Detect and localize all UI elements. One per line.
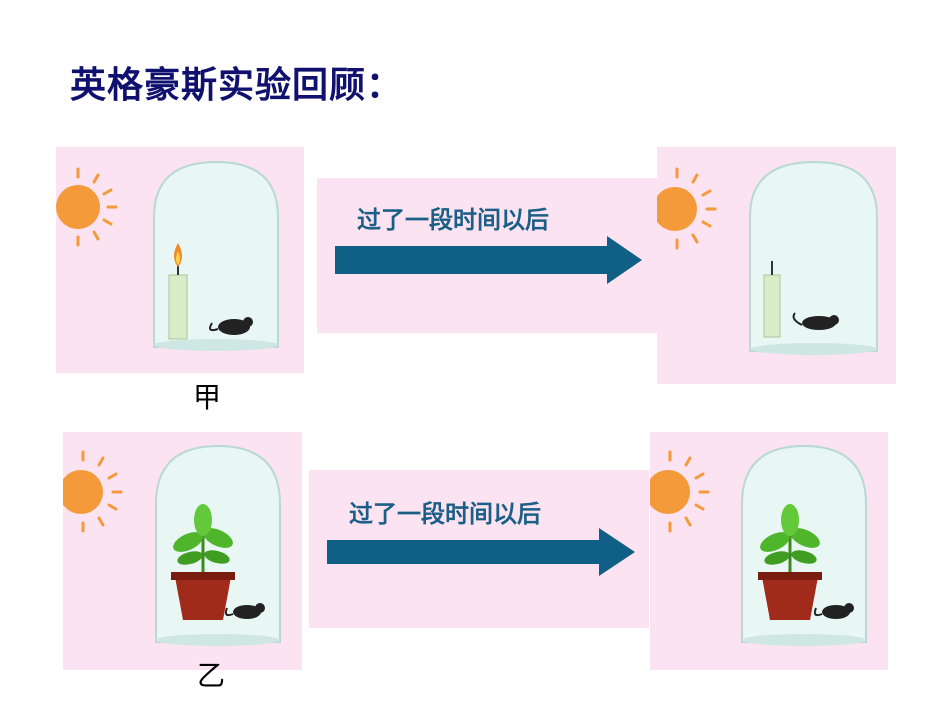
potted-plant-icon (171, 504, 235, 620)
transition-text: 过了一段时间以后 (357, 206, 549, 234)
transition-panel-jia: 过了一段时间以后 (317, 178, 657, 333)
mouse-icon (813, 603, 854, 619)
label-yi: 乙 (197, 659, 226, 692)
transition-text: 过了一段时间以后 (349, 500, 541, 528)
sun-icon (63, 450, 123, 533)
mouse-icon (224, 603, 265, 619)
right-arrow-icon (327, 528, 635, 576)
sun-icon (657, 167, 717, 250)
scene-jia-before (56, 147, 304, 373)
transition-panel-yi: 过了一段时间以后 (309, 470, 649, 628)
potted-plant-icon (758, 504, 822, 620)
label-jia: 甲 (193, 381, 222, 414)
sun-icon (56, 167, 118, 247)
right-arrow-icon (335, 236, 642, 284)
scene-yi-after (650, 432, 888, 670)
candle-icon (168, 243, 188, 340)
extinguished-candle-icon (763, 261, 781, 338)
sun-icon (650, 450, 710, 533)
dead-mouse-icon (792, 312, 839, 330)
bell-jar-icon (749, 160, 878, 355)
slide-title: 英格豪斯实验回顾： (70, 65, 404, 106)
scene-jia-after (657, 147, 896, 384)
mouse-icon (209, 317, 253, 335)
scene-yi-before (63, 432, 302, 670)
